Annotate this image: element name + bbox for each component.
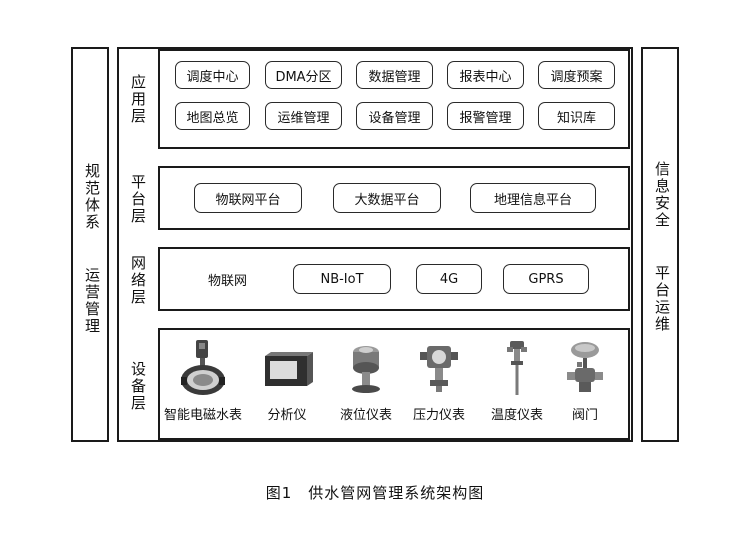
device-label-level-meter: 液位仪表	[339, 408, 392, 423]
right-side-panel	[641, 47, 679, 442]
right-side-text-top: 信息安全	[653, 161, 671, 229]
network-item-nb-iot: NB-IoT	[293, 264, 391, 294]
app-item-report-center: 报表中心	[447, 61, 524, 89]
temperature-meter-icon	[507, 341, 527, 395]
left-side-text-bottom: 运营管理	[83, 267, 101, 335]
network-item-4g: 4G	[416, 264, 482, 294]
left-side-text-top: 规范体系	[83, 163, 101, 231]
app-item-dispatch-plan: 调度预案	[538, 61, 615, 89]
device-label-temperature-meter: 温度仪表	[490, 408, 543, 423]
right-side-text-bottom: 平台运维	[653, 265, 671, 333]
app-item-dma-zoning: DMA分区	[265, 61, 342, 89]
device-analyzer: 分析仪	[247, 338, 327, 423]
app-item-dispatch-center: 调度中心	[175, 61, 250, 89]
app-item-device-management: 设备管理	[356, 102, 433, 130]
platform-item-iot: 物联网平台	[194, 183, 302, 213]
valve-icon	[567, 342, 603, 392]
device-label-pressure-meter: 压力仪表	[412, 408, 465, 423]
network-item-gprs: GPRS	[503, 264, 589, 294]
device-label-analyzer: 分析仪	[267, 408, 307, 423]
device-level-meter: 液位仪表	[326, 338, 406, 423]
app-item-alarm-management: 报警管理	[447, 102, 524, 130]
device-valve: 阀门	[545, 338, 625, 423]
device-label-electromagnetic-water-meter: 智能电磁水表	[163, 408, 242, 423]
left-side-panel	[71, 47, 109, 442]
app-item-operation-maintenance: 运维管理	[265, 102, 342, 130]
platform-layer-label: 平台层	[129, 173, 147, 225]
device-pressure-meter: 压力仪表	[399, 338, 479, 423]
analyzer-icon	[265, 352, 313, 386]
platform-item-big-data: 大数据平台	[333, 183, 441, 213]
device-layer-label: 设备层	[129, 360, 147, 412]
app-item-data-management: 数据管理	[356, 61, 433, 89]
application-layer-label: 应用层	[129, 73, 147, 125]
electromagnetic-water-meter-icon	[181, 340, 225, 395]
network-layer-label: 网络层	[129, 254, 147, 306]
figure-caption: 图1 供水管网管理系统架构图	[265, 484, 485, 502]
pressure-meter-icon	[420, 346, 458, 392]
device-layer-box	[158, 328, 630, 440]
app-item-map-overview: 地图总览	[175, 102, 250, 130]
network-item-iot: 物联网	[208, 274, 248, 289]
platform-item-gis: 地理信息平台	[470, 183, 596, 213]
app-item-knowledge-base: 知识库	[538, 102, 615, 130]
device-temperature-meter: 温度仪表	[477, 338, 557, 423]
device-label-valve: 阀门	[571, 408, 598, 423]
level-meter-icon	[352, 346, 380, 393]
device-electromagnetic-water-meter: 智能电磁水表	[163, 338, 243, 423]
